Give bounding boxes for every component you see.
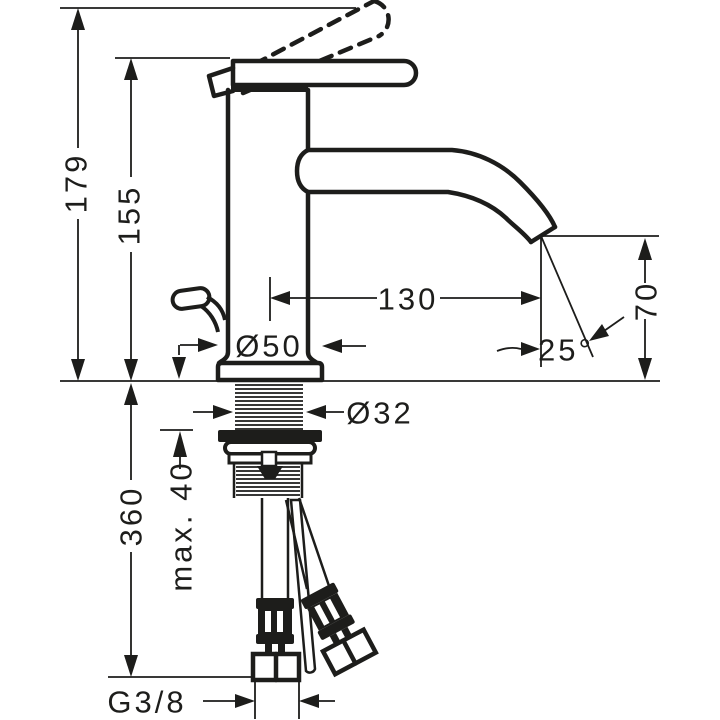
- faucet-spout: [305, 147, 558, 245]
- mounting-shank: [218, 384, 322, 498]
- dim-hose-length-label: 360: [114, 486, 149, 547]
- dim-max-mounting-thickness: max. 40: [160, 429, 199, 592]
- dim-outlet-angle: 25°: [496, 235, 625, 368]
- dim-spout-top-height-label: 155: [112, 185, 147, 246]
- dim-max-mounting-thickness-label: max. 40: [164, 460, 199, 591]
- dim-base-diameter: Ø50: [172, 329, 366, 379]
- dim-total-height-label: 179: [59, 153, 94, 214]
- dim-thread-size: G3/8: [107, 680, 335, 720]
- angled-hose-connector: [300, 582, 379, 678]
- dim-hose-length: 360: [114, 383, 149, 677]
- dim-spout-reach-label: 130: [378, 282, 439, 317]
- dim-total-height: 179: [59, 8, 94, 381]
- dim-shank-diameter-label: Ø32: [346, 396, 414, 431]
- supply-hoses: [250, 497, 379, 683]
- dim-outlet-angle-label: 25°: [538, 333, 594, 368]
- dim-outlet-height: 70: [629, 238, 664, 380]
- pull-rod: [289, 498, 317, 674]
- dim-base-diameter-label: Ø50: [235, 329, 303, 364]
- base-flange: [215, 360, 325, 383]
- dim-thread-size-label: G3/8: [107, 685, 186, 720]
- reference-lines: [60, 7, 660, 678]
- drain-linkage: [257, 466, 283, 479]
- dim-shank-diameter: Ø32: [193, 396, 414, 431]
- faucet-body: [215, 87, 325, 383]
- dim-spout-reach: 130: [269, 277, 541, 321]
- drain-pull-knob: [170, 286, 227, 333]
- faucet-handle-lever: [206, 58, 419, 99]
- dim-spout-top-height: 155: [112, 58, 147, 381]
- dim-outlet-height-label: 70: [629, 281, 664, 321]
- washer: [218, 430, 322, 442]
